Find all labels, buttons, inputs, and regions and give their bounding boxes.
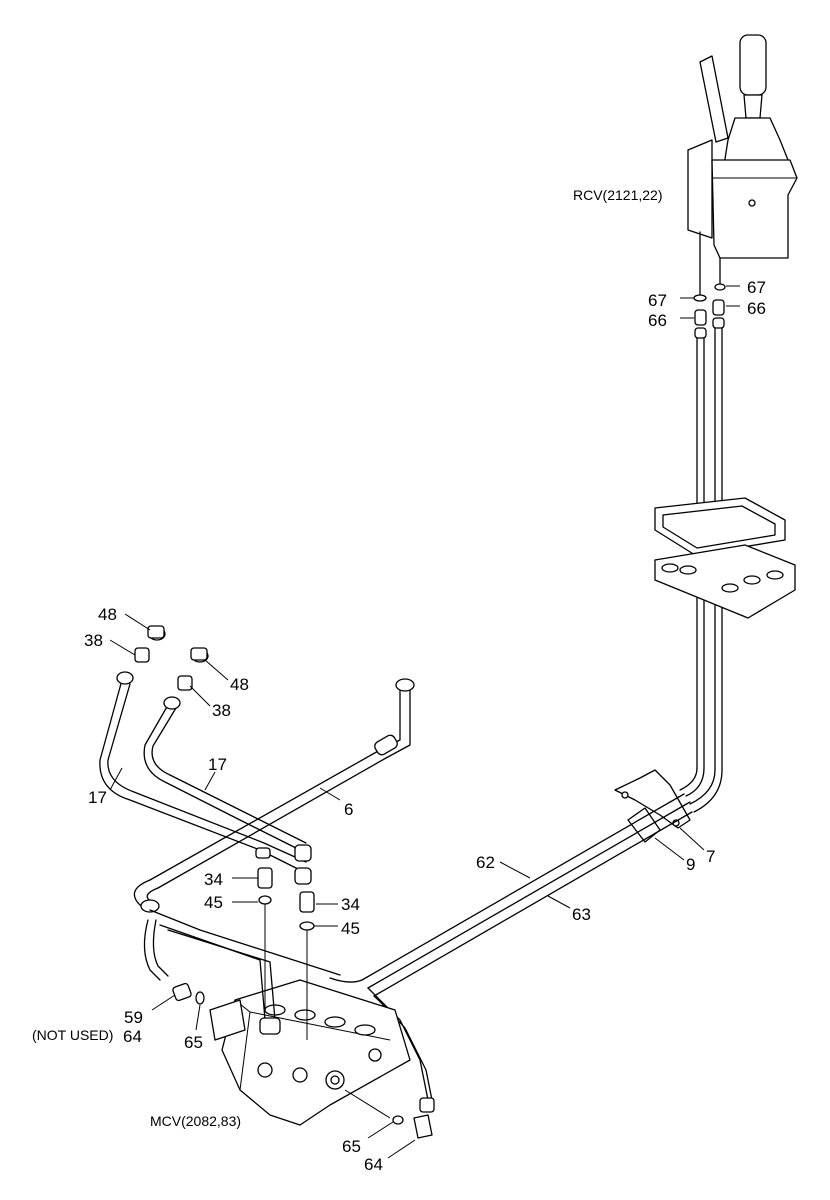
label-62: 62	[476, 853, 495, 872]
connector-66-left	[694, 309, 707, 326]
label-66-right: 66	[747, 299, 766, 318]
oring-45-right	[299, 921, 315, 931]
oring-45-left	[258, 895, 272, 905]
connector-38-left	[134, 647, 150, 663]
connector-34-right	[299, 891, 315, 913]
rcv-lever-shaft	[743, 94, 763, 119]
label-34-right: 34	[341, 895, 360, 914]
tubes-17	[99, 679, 307, 871]
rcv-side-plate	[687, 139, 713, 239]
tube-6	[149, 678, 415, 889]
label-48-left: 48	[98, 605, 117, 624]
connector-59	[172, 982, 192, 1002]
label-not-used: (NOT USED)	[32, 1027, 113, 1043]
oring-65-left	[195, 991, 205, 1005]
rcv-lever-grip	[739, 34, 767, 96]
label-66-left: 66	[648, 311, 667, 330]
label-65-left: 65	[184, 1033, 203, 1052]
label-64-right: 64	[364, 1155, 383, 1174]
label-63: 63	[572, 905, 591, 924]
label-38-left: 38	[84, 631, 103, 650]
label-mcv: MCV(2082,83)	[150, 1113, 241, 1129]
label-45-left: 45	[204, 893, 223, 912]
rcv-side-lever	[699, 55, 729, 143]
label-38-right: 38	[212, 701, 231, 720]
label-45-right: 45	[341, 919, 360, 938]
elbow-64	[413, 1114, 433, 1139]
connector-66-right	[712, 299, 725, 316]
label-65-right: 65	[342, 1137, 361, 1156]
label-9: 9	[686, 855, 695, 874]
label-6: 6	[344, 800, 353, 819]
label-59: 59	[124, 1008, 143, 1027]
label-17-right: 17	[208, 755, 227, 774]
oring-65-right	[392, 1115, 404, 1125]
rcv-body	[711, 159, 798, 259]
label-rcv: RCV(2121,22)	[573, 187, 663, 203]
connector-34-left	[257, 867, 273, 889]
rcv-assembly	[687, 34, 798, 297]
label-64-left: 64	[123, 1027, 142, 1046]
connector-38-right	[177, 675, 193, 691]
label-7: 7	[706, 847, 715, 866]
label-67-left: 67	[648, 291, 667, 310]
label-67-right: 67	[747, 278, 766, 297]
pipes-62-63	[361, 793, 693, 997]
label-48-right: 48	[230, 675, 249, 694]
clamp-9	[627, 807, 661, 843]
rcv-boot	[723, 117, 791, 166]
oring-67-right	[714, 283, 726, 291]
leader-lines	[109, 285, 740, 1159]
oring-67-left	[693, 294, 707, 302]
floor-plate	[654, 544, 796, 619]
callout-labels: RCV(2121,22) 67 67 66 66 48 38 48 38 17 …	[32, 187, 766, 1174]
label-17-left: 17	[88, 788, 107, 807]
label-34-left: 34	[204, 870, 223, 889]
